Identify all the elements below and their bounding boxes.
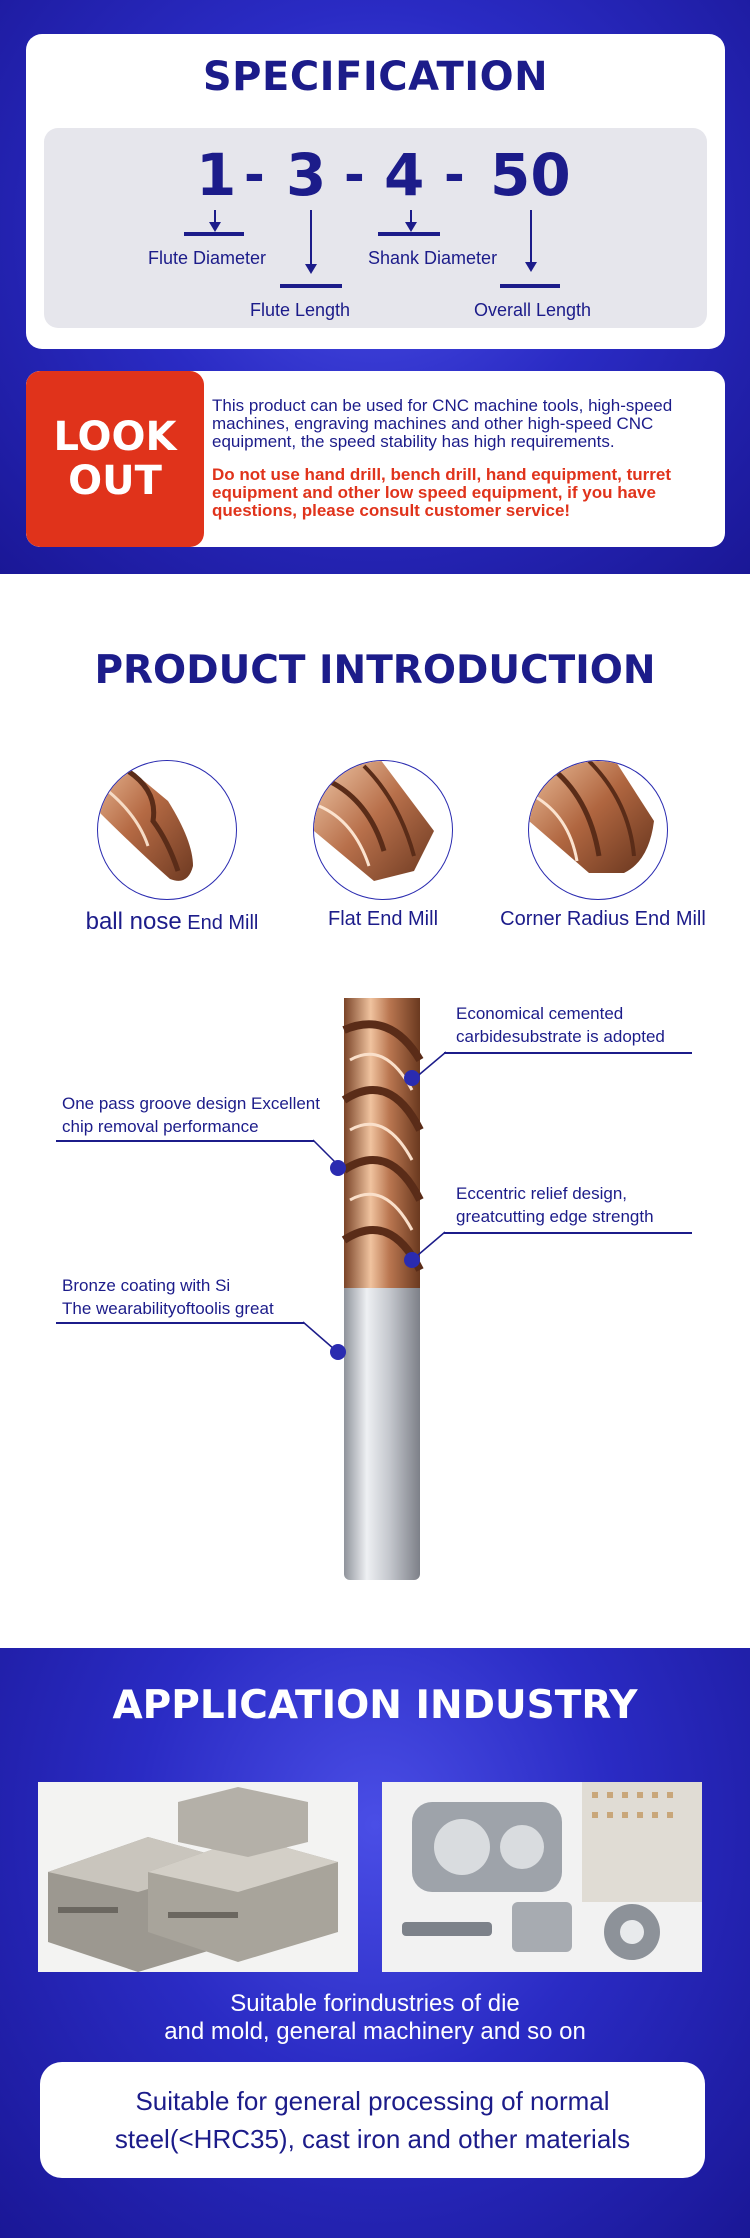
annotation-line [56,1322,304,1324]
application-materials-text: Suitable for general processing of norma… [114,2086,631,2154]
arrow-flute-length [310,210,312,266]
arrow-overall-length [530,210,532,264]
annotation-coating-line2: The wearabilityoftoolis great [62,1299,274,1318]
underline-flute-length [280,284,342,288]
code-separator: - [244,146,265,204]
look-out-badge-text: LOOK OUT [53,414,177,504]
look-out-warning: Do not use hand drill, bench drill, hand… [212,465,672,520]
application-caption: Suitable forindustries of die and mold, … [164,1990,586,2045]
code-flute-length: 3 [286,141,327,209]
code-flute-diameter: 1 [196,141,237,209]
specification-diagram: 1 - 3 - 4 - 50 Flute Diameter Flute Leng… [44,128,707,328]
mill-label-prefix: ball nose [85,908,182,935]
application-industry-title: APPLICATION INDUSTRY [112,1683,638,1728]
annotation-dot [404,1252,420,1268]
annotation-line [444,1052,692,1054]
annotation-line [444,1232,692,1234]
product-introduction-title: PRODUCT INTRODUCTION [94,648,656,693]
annotation-substrate-line1: Economical cemented [456,1004,624,1023]
label-shank-diameter: Shank Diameter [368,248,498,268]
machinery-parts-image [382,1782,702,1972]
annotation-groove: One pass groove design Excellent chip re… [62,1092,320,1138]
underline-shank-diameter [378,232,440,236]
annotation-relief: Eccentric relief design, greatcutting ed… [456,1182,654,1228]
annotation-dot [330,1160,346,1176]
arrow-head [525,262,537,272]
arrow-head [305,264,317,274]
code-separator: - [444,146,465,204]
annotation-connector [302,1321,335,1350]
annotation-dot [330,1344,346,1360]
label-overall-length: Overall Length [474,300,592,320]
ball-nose-mill-image [97,760,237,900]
corner-radius-mill-illustration [529,761,654,873]
annotation-groove-line1: One pass groove design Excellent [62,1094,320,1113]
annotation-relief-line2: greatcutting edge strength [456,1207,654,1226]
die-mold-illustration [38,1782,358,1972]
look-out-description: This product can be used for CNC machine… [212,396,673,451]
annotation-connector [417,1231,446,1256]
mill-label-ball-nose: ball nose End Mill [78,908,266,936]
annotation-substrate-line2: carbidesubstrate is adopted [456,1027,665,1046]
label-flute-diameter: Flute Diameter [148,248,267,268]
arrow-head [209,222,221,232]
look-out-card: LOOK OUT This product can be used for CN… [26,371,725,547]
specification-card: SPECIFICATION 1 - 3 - 4 - 50 Flute Diame… [26,34,725,349]
ball-nose-mill-illustration [98,761,193,881]
label-flute-length: Flute Length [250,300,351,320]
application-materials-card: Suitable for general processing of norma… [40,2062,705,2178]
specification-title: SPECIFICATION [202,54,549,100]
code-overall-length: 50 [490,141,571,209]
code-separator: - [344,146,365,204]
flat-mill-illustration [314,761,434,881]
code-shank-diameter: 4 [384,141,425,209]
annotation-coating-line1: Bronze coating with Si [62,1276,231,1295]
underline-overall-length [500,284,560,288]
underline-flute-diameter [184,232,244,236]
end-mill-illustration [341,998,424,1580]
annotation-dot [404,1070,420,1086]
annotation-relief-line1: Eccentric relief design, [456,1184,628,1203]
arrow-shank-diameter [410,210,412,224]
machinery-parts-illustration [382,1782,702,1972]
look-out-badge: LOOK OUT [26,371,204,547]
mill-label-suffix: End Mill [181,912,259,934]
annotation-groove-line2: chip removal performance [62,1117,259,1136]
annotation-line [56,1140,314,1142]
annotation-coating: Bronze coating with Si The wearabilityof… [62,1274,274,1320]
arrow-head [405,222,417,232]
annotation-substrate: Economical cemented carbidesubstrate is … [456,1002,665,1048]
mill-label-corner-radius: Corner Radius End Mill [500,908,706,930]
flat-mill-image [313,760,453,900]
corner-radius-mill-image [528,760,668,900]
mill-label-flat: Flat End Mill [327,908,439,930]
arrow-flute-diameter [214,210,216,224]
annotation-connector [312,1139,337,1164]
die-mold-image [38,1782,358,1972]
